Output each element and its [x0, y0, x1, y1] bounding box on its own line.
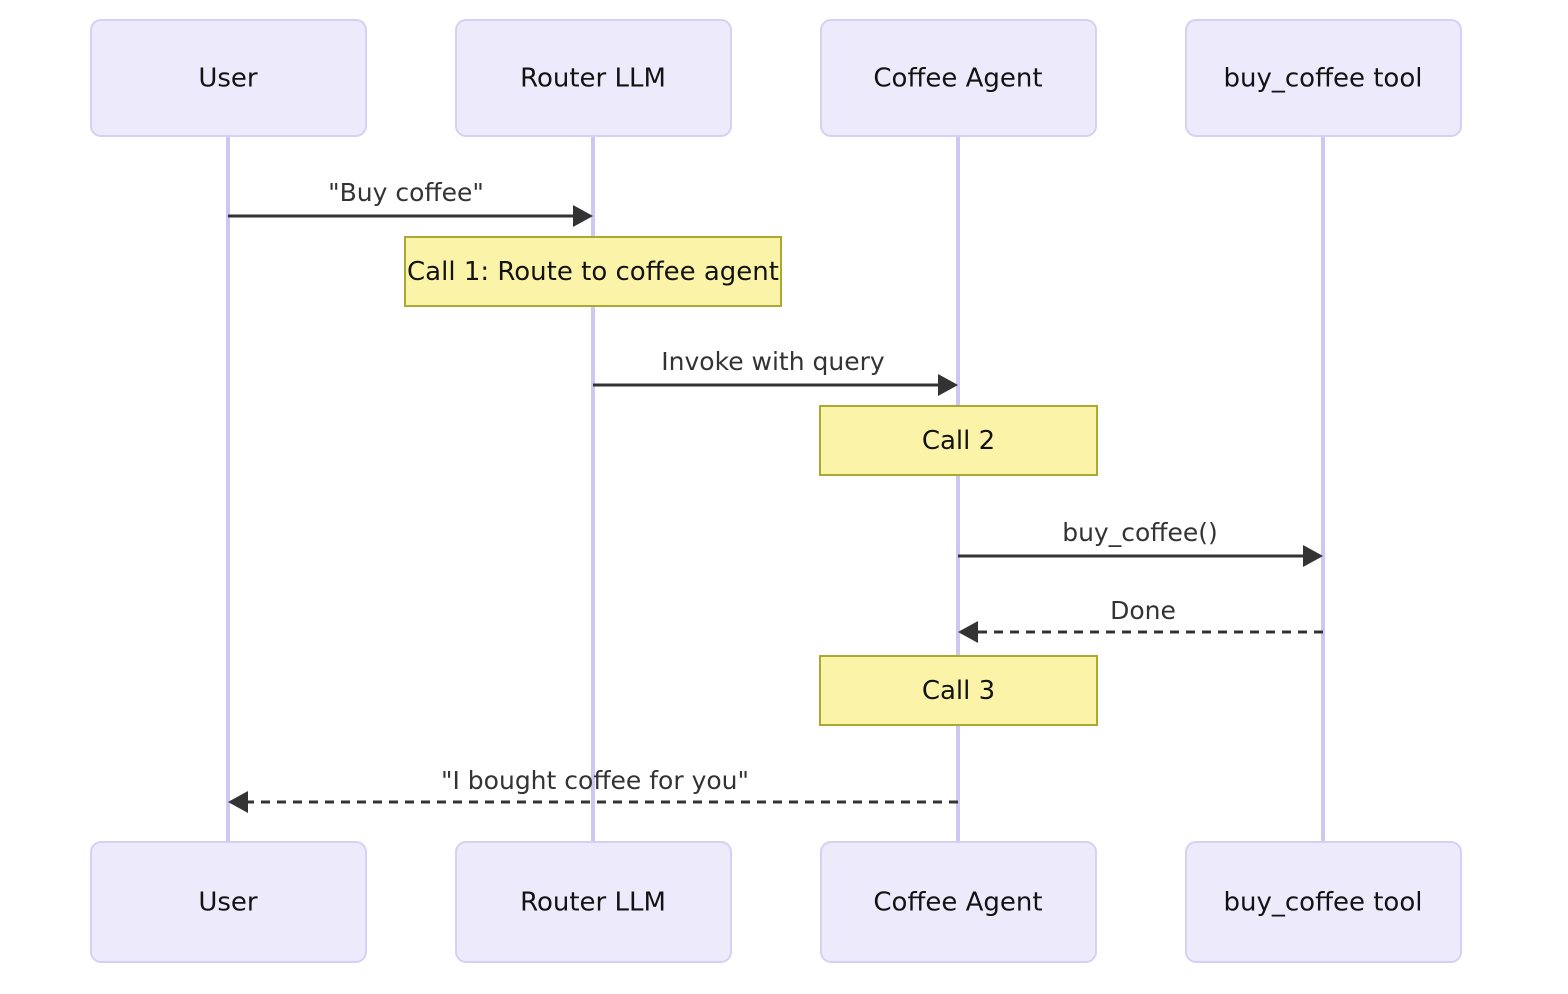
participant-box-user[interactable]: [90, 841, 367, 963]
participant-router-footer[interactable]: Router LLM: [455, 841, 732, 963]
participant-box-user[interactable]: [90, 19, 367, 137]
participant-label-tool: buy_coffee tool: [1224, 888, 1423, 918]
participant-agent-footer[interactable]: Coffee Agent: [820, 841, 1097, 963]
note-note-call-2: Call 2: [819, 405, 1098, 476]
participant-box-agent[interactable]: [820, 841, 1097, 963]
participant-agent-header[interactable]: Coffee Agent: [820, 19, 1097, 137]
arrow-head-icon-msg-buy-coffee-call: [1303, 545, 1323, 567]
participant-box-router[interactable]: [455, 19, 732, 137]
note-note-call-3: Call 3: [819, 655, 1098, 726]
participant-router-header[interactable]: Router LLM: [455, 19, 732, 137]
note-note-call-1: Call 1: Route to coffee agent: [404, 236, 782, 307]
participant-label-user: User: [198, 888, 258, 918]
arrow-head-icon-msg-invoke-with-query: [938, 374, 958, 396]
note-box-note-call-1: [404, 236, 782, 307]
message-msg-bought-coffee: "I bought coffee for you": [228, 766, 958, 813]
message-msg-done: Done: [958, 596, 1323, 643]
participant-box-agent[interactable]: [820, 19, 1097, 137]
arrow-head-icon-msg-buy-coffee: [573, 205, 593, 227]
note-label-note-call-3: Call 3: [922, 676, 995, 706]
participant-tool-header[interactable]: buy_coffee tool: [1185, 19, 1462, 137]
note-label-note-call-1: Call 1: Route to coffee agent: [407, 257, 779, 287]
participant-label-tool: buy_coffee tool: [1224, 64, 1423, 94]
message-label-msg-bought-coffee: "I bought coffee for you": [441, 766, 749, 795]
message-label-msg-buy-coffee-call: buy_coffee(): [1062, 518, 1218, 547]
arrow-head-icon-msg-done: [958, 621, 978, 643]
participant-tool-footer[interactable]: buy_coffee tool: [1185, 841, 1462, 963]
participant-label-user: User: [198, 64, 258, 94]
participant-label-agent: Coffee Agent: [873, 888, 1042, 918]
note-label-note-call-2: Call 2: [922, 426, 995, 456]
participant-header-layer: User Router LLM Coffee Agent buy_coffee too…: [90, 19, 1462, 137]
participant-box-router[interactable]: [455, 841, 732, 963]
message-label-msg-invoke-with-query: Invoke with query: [661, 347, 885, 376]
participant-label-router: Router LLM: [520, 888, 666, 918]
participant-box-tool[interactable]: [1185, 19, 1462, 137]
note-box-note-call-3: [819, 655, 1098, 726]
participant-label-router: Router LLM: [520, 64, 666, 94]
messages-layer: "Buy coffee" Invoke with query buy_coffee(…: [228, 178, 1323, 813]
participant-user-header[interactable]: User: [90, 19, 367, 137]
message-label-msg-buy-coffee: "Buy coffee": [328, 178, 484, 207]
participant-box-tool[interactable]: [1185, 841, 1462, 963]
message-msg-invoke-with-query: Invoke with query: [593, 347, 958, 396]
message-msg-buy-coffee: "Buy coffee": [228, 178, 593, 227]
arrow-head-icon-msg-bought-coffee: [228, 791, 248, 813]
participant-label-agent: Coffee Agent: [873, 64, 1042, 94]
participant-footer-layer: User Router LLM Coffee Agent buy_coffee too…: [90, 841, 1462, 963]
message-label-msg-done: Done: [1110, 596, 1176, 625]
participant-user-footer[interactable]: User: [90, 841, 367, 963]
message-msg-buy-coffee-call: buy_coffee(): [958, 518, 1323, 567]
note-box-note-call-2: [819, 405, 1098, 476]
